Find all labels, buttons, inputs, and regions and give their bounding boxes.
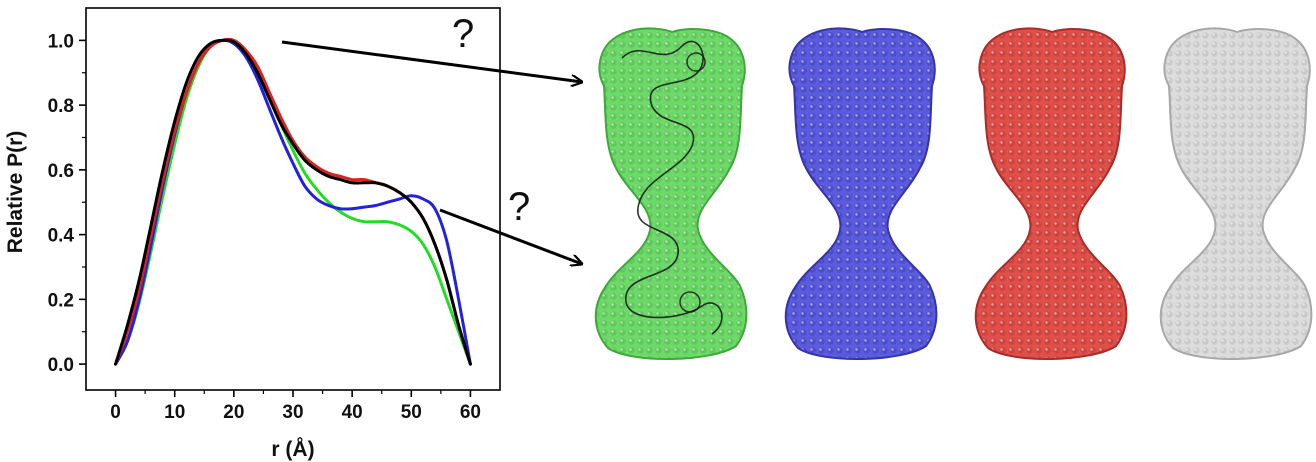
question-annotation-upper: ? [452, 12, 474, 56]
series-line-1 [114, 37, 472, 366]
x-tick-label: 20 [223, 402, 244, 423]
y-tick-label: 0.4 [48, 226, 75, 247]
plot-frame [85, 7, 501, 391]
x-axis-label: r (Å) [271, 437, 314, 461]
arrow-upper [281, 40, 582, 82]
question-annotation-lower: ? [508, 185, 530, 229]
y-tick-label: 0.2 [48, 290, 74, 311]
pr-plot: 0 10 20 30 40 50 60 0.0 0.2 0.4 0.6 0.8 1.0 r (Å) Re… [4, 7, 501, 461]
x-tick-label: 40 [342, 402, 363, 423]
axes: 0 10 20 30 40 50 60 0.0 0.2 0.4 0.6 0.8 1.0 [48, 7, 501, 423]
bead-model-surface [784, 27, 938, 360]
series-line-3 [114, 37, 472, 366]
ribbon-helix [679, 291, 701, 313]
bead-model-3 [974, 27, 1128, 360]
arrows: ? ? [281, 12, 582, 264]
x-tick-label: 0 [110, 402, 121, 423]
bead-models [594, 27, 1313, 360]
series-line-2 [114, 38, 472, 366]
bead-model-surface [1159, 27, 1313, 360]
x-tick-label: 30 [282, 402, 303, 423]
series-line-4 [114, 38, 472, 366]
bead-model-1 [594, 27, 748, 360]
y-tick-label: 0.0 [48, 355, 74, 376]
series-layer [114, 37, 472, 366]
ribbon-helix [686, 52, 706, 72]
y-tick-label: 1.0 [48, 31, 74, 52]
y-axis-label: Relative P(r) [4, 131, 27, 254]
bead-model-2 [784, 27, 938, 360]
bead-model-surface [974, 27, 1128, 360]
ribbon-trace [621, 40, 723, 335]
y-tick-label: 0.8 [48, 96, 74, 117]
x-tick-label: 50 [401, 402, 422, 423]
arrow-lower [439, 208, 582, 264]
x-tick-label: 10 [164, 402, 185, 423]
x-tick-label: 60 [460, 402, 481, 423]
bead-model-4 [1159, 27, 1313, 360]
bead-model-surface [594, 27, 748, 360]
y-tick-label: 0.6 [48, 161, 74, 182]
